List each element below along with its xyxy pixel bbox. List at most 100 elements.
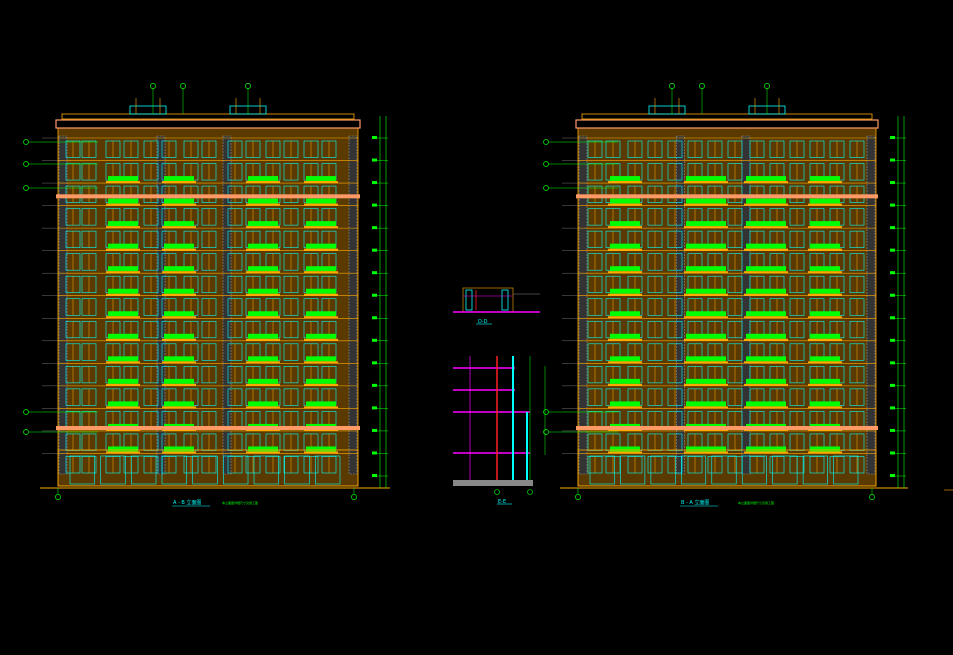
balcony-railing <box>746 378 786 384</box>
balcony-railing <box>108 266 138 272</box>
dimension-label-mark <box>890 136 895 139</box>
balcony-slab <box>684 361 728 364</box>
balcony-railing <box>248 198 278 204</box>
balcony-slab <box>608 293 642 296</box>
balcony-railing <box>306 356 336 362</box>
balcony-slab <box>162 406 196 409</box>
balcony-railing <box>746 198 786 204</box>
balcony-slab <box>808 451 842 454</box>
balcony-slab <box>304 361 338 364</box>
balcony-slab <box>744 181 788 184</box>
dimension-label-mark <box>890 293 895 297</box>
balcony-railing <box>164 446 194 452</box>
balcony-slab <box>162 383 196 386</box>
balcony-railing <box>610 356 640 362</box>
ground-door <box>192 455 218 485</box>
balcony-slab <box>684 248 728 251</box>
ground-door <box>589 455 615 485</box>
dimension-label-mark <box>890 428 895 432</box>
stone-column <box>222 135 232 475</box>
dimension-label-mark <box>890 338 895 342</box>
balcony-slab <box>162 226 196 229</box>
balcony-railing <box>810 198 840 204</box>
balcony-slab <box>162 293 196 296</box>
belt-cornice <box>576 426 878 430</box>
balcony-slab <box>304 181 338 184</box>
section-detail-e[interactable]: E-E <box>453 356 546 505</box>
balcony-railing <box>248 333 278 339</box>
balcony-slab <box>106 226 140 229</box>
dimension-label-mark <box>372 474 377 477</box>
callout-bubble <box>23 429 29 435</box>
ground-door <box>69 455 95 485</box>
balcony-railing <box>306 401 336 407</box>
balcony-slab <box>684 383 728 386</box>
balcony-railing <box>810 266 840 272</box>
dimension-label-mark <box>890 181 895 185</box>
balcony-railing <box>810 446 840 452</box>
balcony-slab <box>106 271 140 274</box>
balcony-slab <box>162 271 196 274</box>
balcony-railing <box>164 356 194 362</box>
balcony-railing <box>306 198 336 204</box>
balcony-railing <box>746 446 786 452</box>
left-building-elevation[interactable] <box>23 83 391 500</box>
balcony-slab <box>106 361 140 364</box>
dimension-label-mark <box>890 361 895 365</box>
balcony-slab <box>162 451 196 454</box>
balcony-slab <box>684 316 728 319</box>
balcony-slab <box>744 248 788 251</box>
balcony-railing <box>810 176 840 182</box>
balcony-slab <box>246 338 280 341</box>
balcony-slab <box>608 271 642 274</box>
balcony-railing <box>746 288 786 294</box>
balcony-railing <box>610 243 640 249</box>
section-e-axis-bubble <box>494 489 500 495</box>
balcony-slab <box>808 203 842 206</box>
balcony-railing <box>610 221 640 227</box>
stone-column <box>741 135 751 475</box>
balcony-railing <box>164 266 194 272</box>
stone-column <box>156 135 166 475</box>
balcony-slab <box>106 383 140 386</box>
ground-door <box>650 455 676 485</box>
building-base <box>577 449 877 487</box>
right-building-elevation[interactable] <box>543 83 909 500</box>
balcony-railing <box>164 333 194 339</box>
balcony-railing <box>810 243 840 249</box>
dimension-label-mark <box>890 316 895 320</box>
balcony-railing <box>610 311 640 317</box>
balcony-railing <box>108 311 138 317</box>
section-e-axis-bubble-2 <box>527 489 533 495</box>
balcony-slab <box>608 338 642 341</box>
balcony-railing <box>610 378 640 384</box>
balcony-slab <box>684 181 728 184</box>
balcony-slab <box>246 248 280 251</box>
axis-bubble <box>869 494 875 500</box>
balcony-railing <box>164 243 194 249</box>
balcony-railing <box>686 198 726 204</box>
callout-bubble <box>543 161 549 167</box>
balcony-slab <box>808 338 842 341</box>
section-d-title: D-D <box>478 319 488 325</box>
balcony-slab <box>106 293 140 296</box>
balcony-railing <box>306 333 336 339</box>
balcony-slab <box>106 203 140 206</box>
section-e-title: E-E <box>498 499 506 505</box>
axis-bubble <box>575 494 581 500</box>
balcony-slab <box>162 203 196 206</box>
balcony-railing <box>746 333 786 339</box>
ground-door <box>802 455 828 485</box>
dimension-label-mark <box>372 203 377 207</box>
roof-parapet <box>61 113 355 120</box>
section-detail-d[interactable]: D-D <box>453 287 540 325</box>
dimension-label-mark <box>890 158 895 162</box>
balcony-railing <box>686 243 726 249</box>
balcony-railing <box>108 401 138 407</box>
balcony-railing <box>686 356 726 362</box>
dimension-label-mark <box>890 248 895 252</box>
balcony-railing <box>164 288 194 294</box>
balcony-railing <box>164 221 194 227</box>
balcony-railing <box>810 221 840 227</box>
balcony-railing <box>610 176 640 182</box>
